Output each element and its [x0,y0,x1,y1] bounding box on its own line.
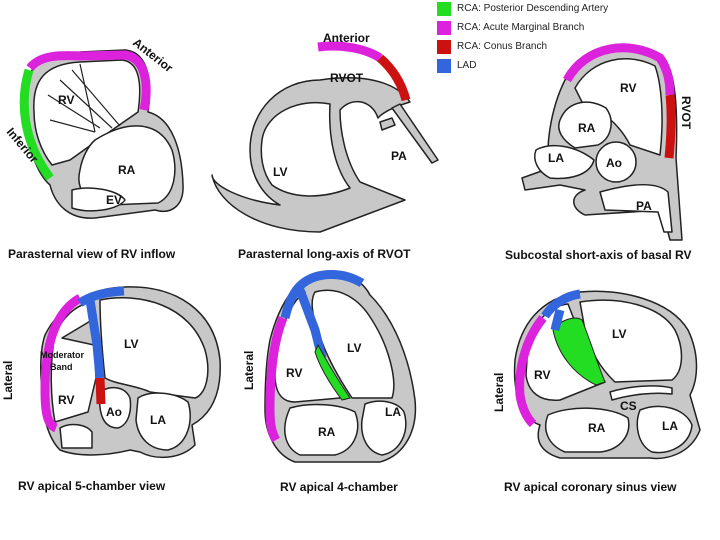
rvot-rvot-label: RVOT [330,71,364,85]
cs-pda-segment [552,317,606,386]
rvot-lv-label: LV [273,165,287,179]
apical5-lad-segment [77,286,125,379]
caption-rv-inflow: Parasternal view of RV inflow [8,247,176,261]
view-subcostal: RV RVOT RA Ao LA PA [521,43,693,241]
subcostal-ra-cavity [558,101,612,149]
apical5-lateral-label: Lateral [1,361,15,400]
apical4-ra-cavity [284,403,359,456]
subcostal-ao-label: Ao [606,156,622,170]
rvot-conus-segment [376,54,411,102]
subcostal-la-cavity [534,144,595,180]
caption-subcostal: Subcostal short-axis of basal RV [505,248,692,262]
legend-label-pda: RCA: Posterior Descending Artery [457,3,609,14]
subcostal-conus-segment [664,94,676,159]
apical4-ra-label: RA [318,425,336,439]
subcostal-la-label: LA [548,151,564,165]
cs-la-cavity [636,405,693,454]
view-apical4: Lateral LV RV RA LA [242,269,417,463]
apical5-lv-cavity [99,297,209,399]
apical5-rv-label: RV [58,393,74,407]
rv-inflow-ev-label: EV [106,193,122,207]
apical5-ra-fragment [59,423,93,449]
view-apical5: Lateral Moderator Band LV RV Ao LA [1,286,221,459]
subcostal-ao-cavity [595,141,637,183]
legend-label-conus: RCA: Conus Branch [457,41,548,52]
subcostal-acute-marginal-segment [563,43,675,96]
apical5-ao-label: Ao [106,405,122,419]
legend: RCA: Posterior Descending Artery RCA: Ac… [437,0,677,76]
legend-swatch-acute-marginal [437,20,451,35]
apical5-la-label: LA [150,413,166,427]
rvot-pa-wall [379,103,439,164]
cs-cs-label: CS [620,399,637,413]
legend-label-acute-marginal: RCA: Acute Marginal Branch [457,22,585,33]
subcostal-rvot-label: RVOT [679,96,693,130]
subcostal-pa-label: PA [636,199,652,213]
apical5-moderator-label: Moderator [40,350,85,360]
legend-label-lad: LAD [457,60,477,71]
apical4-la-cavity [360,400,407,456]
caption-apical4: RV apical 4-chamber [280,480,398,494]
view-coronary-sinus: Lateral LV RV CS RA LA [492,289,701,460]
rvot-anterior-label: Anterior [323,31,370,45]
caption-rvot: Parasternal long-axis of RVOT [238,247,411,261]
cs-acute-marginal-segment [515,315,547,428]
apical4-lateral-label: Lateral [242,351,256,390]
apical5-ao-cavity [98,386,132,429]
cs-lad-segment [541,289,581,331]
cs-lv-label: LV [612,327,626,341]
rvot-acute-marginal-segment [317,41,383,62]
apical4-pda-segment [314,343,351,401]
subcostal-ra-label: RA [578,121,596,135]
legend-swatch-conus [437,39,451,54]
rv-chordae [47,63,121,133]
legend-item-acute-marginal: RCA: Acute Marginal Branch [437,19,677,36]
ra-cavity [78,125,176,206]
apical5-band-label: Band [50,362,73,372]
apical4-la-label: LA [385,405,401,419]
apical5-acute-marginal-segment [40,294,83,433]
apical4-lv-label: LV [347,341,361,355]
view-rvot: Anterior RVOT LV PA [211,31,439,233]
cs-sinus-channel [609,385,673,401]
rv-inflow-pda-segment [19,68,54,181]
cs-lateral-label: Lateral [492,373,506,412]
legend-item-lad: LAD [437,57,677,74]
apical5-lv-label: LV [124,337,138,351]
subcostal-pa-cavity [599,184,673,233]
rv-inflow-ra-label: RA [118,163,136,177]
rv-cavity [33,59,141,166]
cs-rv-label: RV [534,368,550,382]
cs-ra-cavity [544,407,630,453]
apical5-la-cavity [135,392,191,451]
apical4-acute-marginal-segment [265,316,288,443]
ev-cavity [71,187,126,212]
view-rv-inflow: Anterior Inferior RV RA EV [4,35,184,219]
caption-apical5: RV apical 5-chamber view [18,479,166,493]
legend-swatch-pda [437,1,451,16]
caption-coronary-sinus: RV apical coronary sinus view [504,480,677,494]
legend-swatch-lad [437,58,451,73]
rvot-pa-label: PA [391,149,407,163]
rv-inflow-rv-label: RV [58,93,74,107]
rv-inflow-acute-marginal-segment [26,50,151,111]
subcostal-rv-label: RV [620,81,636,95]
rvot-lv-cavity [260,102,351,197]
legend-item-pda: RCA: Posterior Descending Artery [437,0,677,17]
apical5-conus-segment [95,377,106,405]
cs-la-label: LA [662,419,678,433]
legend-item-conus: RCA: Conus Branch [437,38,677,55]
apical4-rv-label: RV [286,366,302,380]
cs-ra-label: RA [588,421,606,435]
